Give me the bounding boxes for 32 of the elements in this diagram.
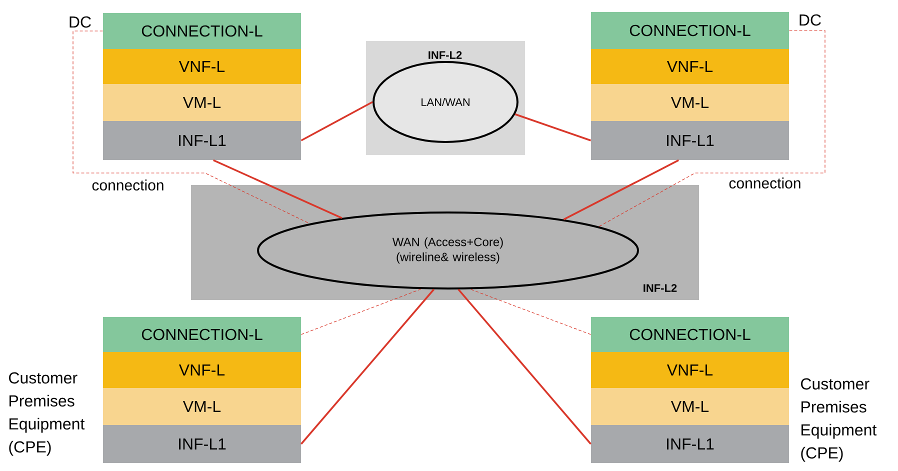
connector-line <box>72 30 310 224</box>
layer-box: CONNECTION-L <box>591 317 789 352</box>
connector-line <box>514 113 592 142</box>
edge-label: connection <box>90 178 166 192</box>
connector-line <box>300 288 422 335</box>
layer-box: VNF-L <box>591 49 789 84</box>
layer-box: INF-L1 <box>103 121 301 160</box>
layer-box: VM-L <box>591 84 789 121</box>
edge-label: connection <box>728 176 802 190</box>
connector-line <box>598 30 826 227</box>
connector-line <box>470 288 592 335</box>
layer-box: CONNECTION-L <box>103 317 301 352</box>
layer-box: CONNECTION-L <box>103 13 301 49</box>
connector-line <box>213 159 342 219</box>
site-label: DC <box>800 14 821 26</box>
site-label: Customer Premises Equipment (CPE) <box>9 372 85 456</box>
site-label: Customer Premises Equipment (CPE) <box>801 378 877 462</box>
layer-box: VNF-L <box>103 352 301 388</box>
layer-box: VM-L <box>103 388 301 425</box>
layer-box: CONNECTION-L <box>591 12 789 49</box>
connector-line <box>300 288 435 445</box>
layer-box: INF-L1 <box>591 121 789 160</box>
layer-box: VNF-L <box>103 49 301 84</box>
layer-box: INF-L1 <box>103 425 301 463</box>
connector-line <box>300 101 373 142</box>
layer-box: INF-L1 <box>591 425 789 463</box>
layer-box: VM-L <box>591 388 789 425</box>
connector-line <box>458 288 592 445</box>
connector-line <box>563 159 680 220</box>
layer-box: VNF-L <box>591 352 789 388</box>
layer-box: VM-L <box>103 84 301 121</box>
site-label: DC <box>70 16 91 28</box>
